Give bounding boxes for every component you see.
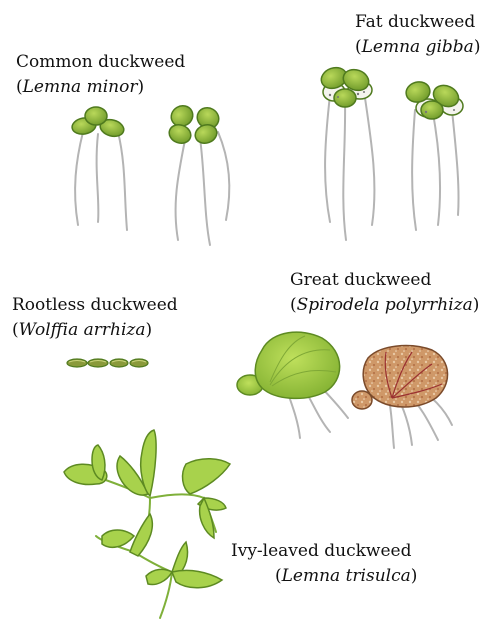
fat-duckweed-drawing — [318, 64, 463, 240]
ivy-leaved-duckweed-stalks — [96, 478, 218, 618]
great-duckweed-frond-top — [237, 332, 340, 398]
common-duckweed-drawing — [71, 102, 229, 245]
ivy-leaved-duckweed-fronds — [64, 430, 230, 588]
rootless-duckweed-drawing — [67, 359, 148, 367]
common-duckweed-fronds — [71, 102, 223, 146]
ivy-leaved-duckweed-drawing — [64, 430, 230, 618]
common-duckweed-roots — [75, 132, 229, 245]
great-duckweed-frond-underside — [352, 346, 448, 409]
fat-duckweed-fronds — [318, 64, 463, 119]
great-duckweed-drawing — [237, 332, 452, 448]
